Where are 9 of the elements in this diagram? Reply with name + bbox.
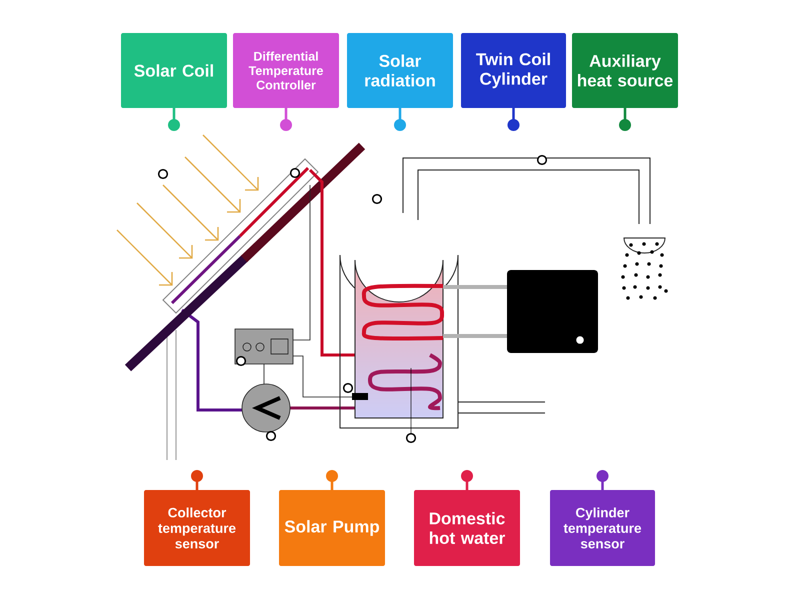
label-card: Twin Coil Cylinder <box>461 33 566 131</box>
label-card: Solar radiation <box>347 33 453 131</box>
label-card: Cylinder temperature sensor <box>550 470 655 566</box>
label-card: Solar Coil <box>121 33 227 131</box>
label-card: Domestic hot water <box>414 470 520 566</box>
label-card: Collector temperature sensor <box>144 470 250 566</box>
label-card: Auxiliary heat source <box>572 33 678 131</box>
label-card: Solar Pump <box>279 470 385 566</box>
label-card: Differential Temperature Controller <box>233 33 339 131</box>
